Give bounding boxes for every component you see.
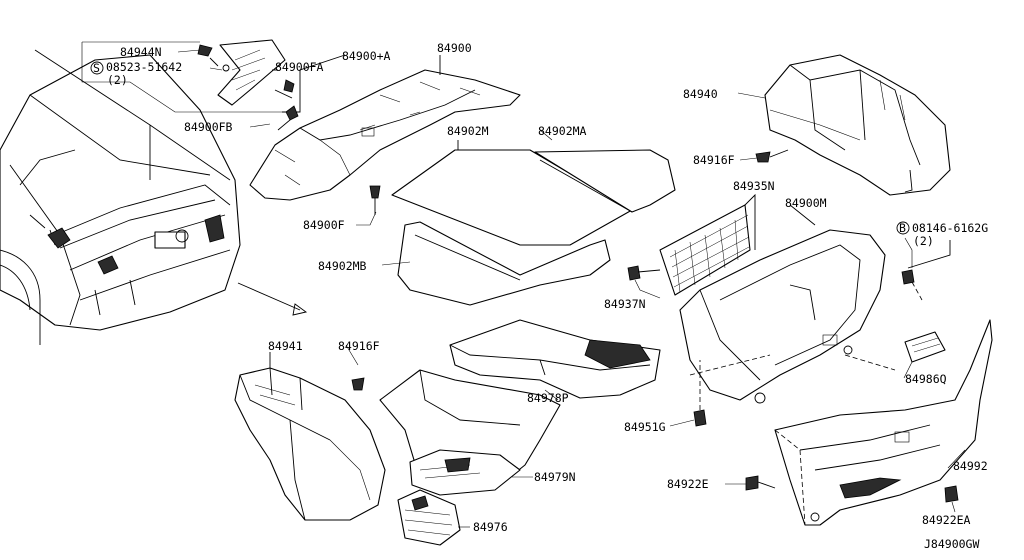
hinge-bracket-group xyxy=(81,39,346,131)
trunk-lid-finisher-84992 xyxy=(745,319,993,526)
label-84902MB: 84902MB xyxy=(318,259,367,273)
label-84916F-top: 84916F xyxy=(693,153,735,167)
label-84941: 84941 xyxy=(268,339,303,353)
label-84976: 84976 xyxy=(473,520,508,534)
label-84900-plus-A: 84900+A xyxy=(342,49,391,63)
b-circle-icon xyxy=(896,221,910,235)
label-84902M: 84902M xyxy=(447,124,489,138)
trunk-floor-trim-84900 xyxy=(249,55,521,201)
label-84900F: 84900F xyxy=(303,218,345,232)
label-08146-6162G: 08146-6162G xyxy=(912,221,988,235)
label-84922E: 84922E xyxy=(667,477,709,491)
leader-lines xyxy=(177,49,966,528)
part-labels: 84944N S 08523-51642 (2) 84900+A 84900FA… xyxy=(90,41,988,551)
label-84951G: 84951G xyxy=(624,420,666,434)
trunk-trim-84900M xyxy=(679,204,896,404)
clip-84951G xyxy=(693,360,707,427)
label-84916F-bottom: 84916F xyxy=(338,339,380,353)
label-84978P: 84978P xyxy=(527,391,569,405)
label-84992: 84992 xyxy=(953,459,988,473)
label-84979N: 84979N xyxy=(534,470,576,484)
s-circle-icon xyxy=(90,61,104,75)
trunk-mats xyxy=(369,140,676,306)
label-84900FB: 84900FB xyxy=(184,120,233,134)
bolt-and-clip-84986Q xyxy=(901,240,951,363)
side-trim-84941 xyxy=(234,352,386,521)
label-84902MA: 84902MA xyxy=(538,124,587,138)
trim-84979N xyxy=(379,369,561,496)
label-84944N: 84944N xyxy=(120,45,162,59)
label-84922EA: 84922EA xyxy=(922,513,971,527)
label-84986Q: 84986Q xyxy=(905,372,947,386)
label-08523-qty: (2) xyxy=(107,73,128,87)
b-circle-letter: B xyxy=(899,221,906,235)
label-08523-51642: 08523-51642 xyxy=(106,60,182,74)
diagram-code: J84900GW xyxy=(924,537,979,551)
label-84900FA: 84900FA xyxy=(275,60,324,74)
label-84900: 84900 xyxy=(437,41,472,55)
cargo-net-84935N xyxy=(627,193,756,296)
vehicle-rear-view xyxy=(0,49,308,345)
trim-84978P xyxy=(449,319,661,399)
label-08146-qty: (2) xyxy=(913,234,934,248)
s-circle-letter: S xyxy=(93,61,100,75)
label-84935N: 84935N xyxy=(733,179,775,193)
side-trim-84940 xyxy=(755,54,951,196)
label-84940: 84940 xyxy=(683,87,718,101)
label-84900M: 84900M xyxy=(785,196,827,210)
label-84937N: 84937N xyxy=(604,297,646,311)
bracket-84976 xyxy=(397,489,461,546)
